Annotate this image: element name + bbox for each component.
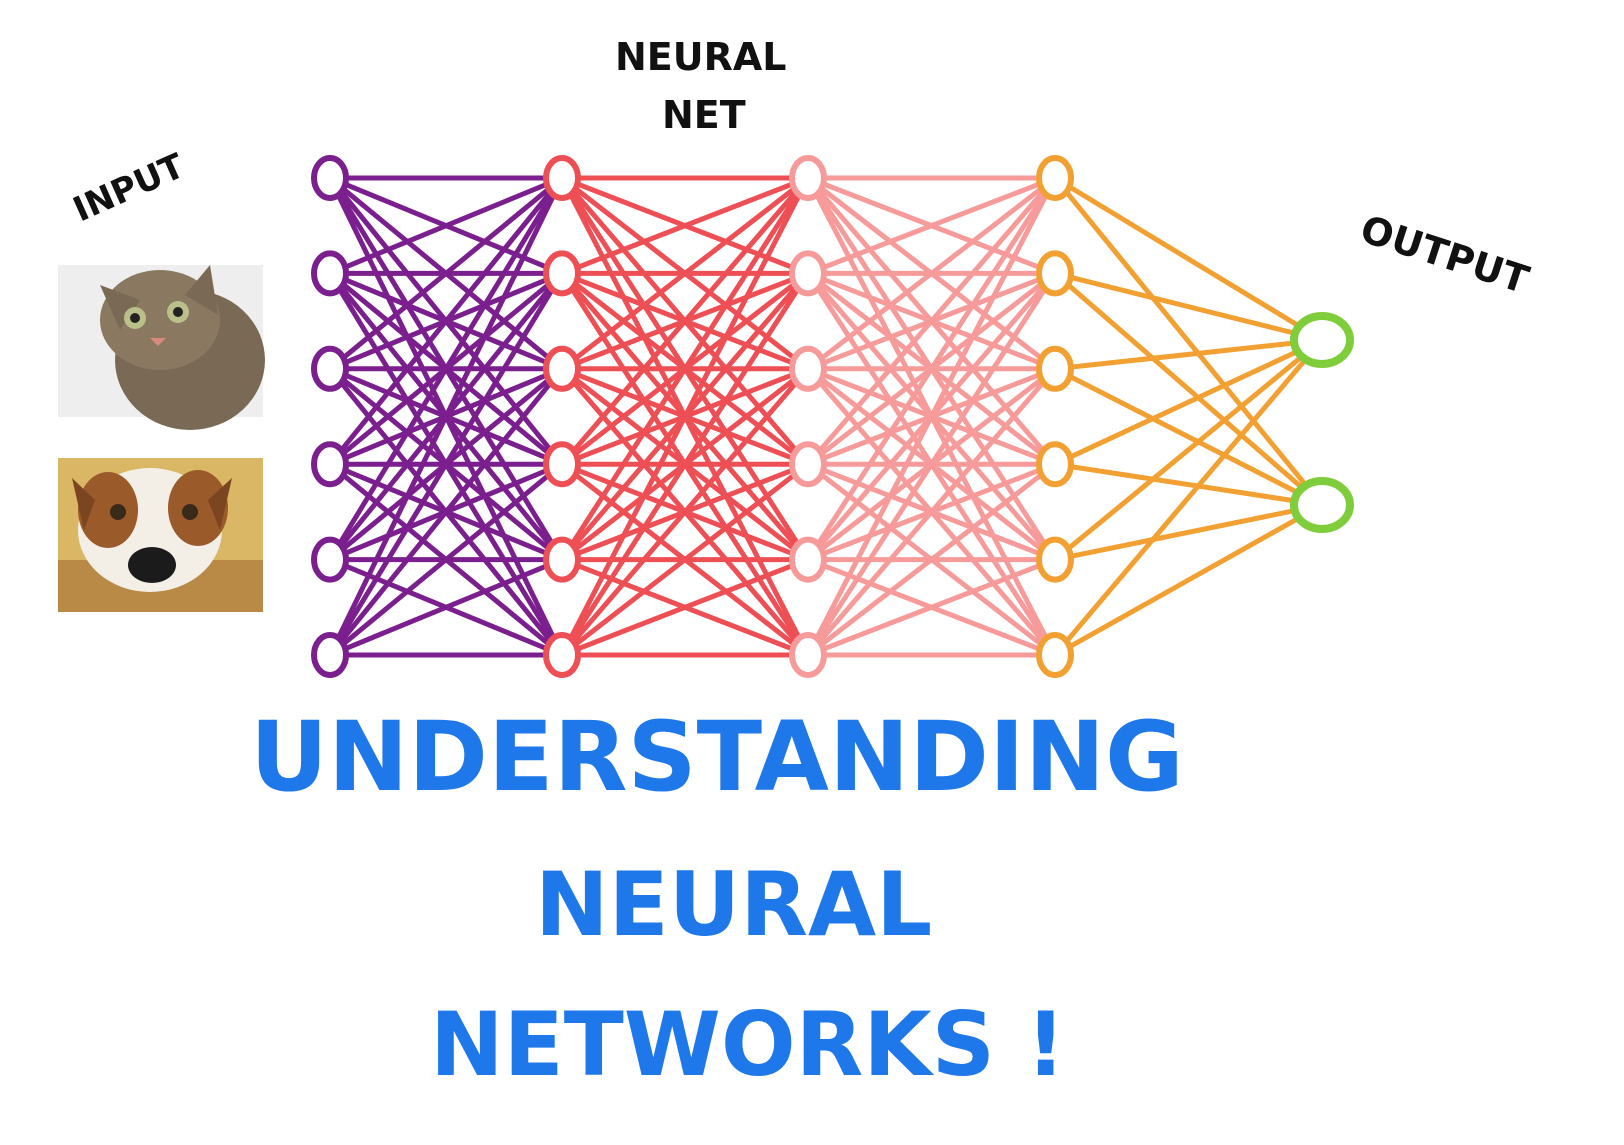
edge-l2-5-4: [805, 557, 1058, 658]
edge-l1-3-0: [559, 175, 811, 467]
edge-l3-5-1: [1052, 502, 1325, 658]
node-layer1-4: [543, 536, 581, 583]
node-layer3-3: [1036, 441, 1074, 488]
node-layer2-5: [789, 632, 827, 678]
edge-l2-5-2: [805, 366, 1058, 658]
node-layer0-5: [311, 632, 349, 678]
node-layer0-0: [311, 155, 349, 201]
network-edges: [327, 175, 1325, 658]
edge-l3-2-0: [1052, 337, 1325, 372]
title-line2: NEURAL: [535, 853, 932, 956]
title-line3: NETWORKS !: [430, 993, 1066, 1096]
edge-l3-4-0: [1052, 337, 1325, 563]
edge-l2-1-0: [805, 175, 1058, 276]
edge-l2-5-0: [805, 175, 1058, 658]
edge-l3-0-0: [1052, 175, 1325, 343]
input-images: [58, 265, 265, 612]
edge-l1-5-4: [559, 557, 811, 658]
node-layer1-5: [543, 632, 581, 678]
edge-l1-5-1: [559, 270, 811, 658]
edge-l3-4-1: [1052, 502, 1325, 563]
title-line1: UNDERSTANDING: [250, 701, 1184, 813]
edge-l1-5-0: [559, 175, 811, 658]
edge-l2-4-0: [805, 175, 1058, 563]
node-layer3-5: [1036, 632, 1074, 678]
cat-photo-icon: [58, 265, 265, 430]
edge-l3-0-1: [1052, 175, 1325, 508]
edge-l0-4-0: [327, 175, 565, 563]
edge-l0-1-0: [327, 175, 565, 276]
node-layer0-3: [311, 441, 349, 488]
node-layer3-2: [1036, 345, 1074, 392]
edge-l2-2-0: [805, 175, 1058, 372]
edge-l3-1-0: [1052, 270, 1325, 343]
node-layer4-0: [1290, 312, 1354, 368]
dog-photo-icon: [58, 458, 263, 612]
node-layer1-0: [543, 155, 581, 201]
node-layer0-4: [311, 536, 349, 583]
edge-l1-1-0: [559, 175, 811, 276]
node-layer1-2: [543, 345, 581, 392]
edge-l3-1-1: [1052, 270, 1325, 508]
edge-l2-3-0: [805, 175, 1058, 467]
node-layer2-1: [789, 250, 827, 297]
network-nodes: [311, 155, 1354, 678]
edge-l3-2-1: [1052, 366, 1325, 508]
edge-l0-5-3: [327, 461, 565, 658]
node-layer1-3: [543, 441, 581, 488]
edge-l0-2-0: [327, 175, 565, 372]
neural-net-label-line1: NEURAL: [615, 35, 787, 79]
edge-l0-5-4: [327, 557, 565, 658]
node-layer3-1: [1036, 250, 1074, 297]
edge-l3-5-0: [1052, 337, 1325, 658]
edge-l0-5-0: [327, 175, 565, 658]
edge-l1-5-2: [559, 366, 811, 658]
edge-l1-4-0: [559, 175, 811, 563]
node-layer4-1: [1290, 477, 1354, 533]
edge-l2-5-1: [805, 270, 1058, 658]
edge-l1-5-3: [559, 461, 811, 658]
edge-l0-5-1: [327, 270, 565, 658]
edge-l3-3-0: [1052, 337, 1325, 467]
edge-l2-5-3: [805, 461, 1058, 658]
node-layer3-4: [1036, 536, 1074, 583]
node-layer1-1: [543, 250, 581, 297]
neural-net-label-line2: NET: [662, 93, 746, 137]
node-layer3-0: [1036, 155, 1074, 201]
edge-l0-5-2: [327, 366, 565, 658]
input-label: INPUT: [67, 146, 191, 230]
edge-l3-3-1: [1052, 461, 1325, 508]
node-layer2-0: [789, 155, 827, 201]
node-layer2-2: [789, 345, 827, 392]
node-layer0-2: [311, 345, 349, 392]
output-label: OUTPUT: [1355, 207, 1534, 303]
node-layer0-1: [311, 250, 349, 297]
edge-l0-3-0: [327, 175, 565, 467]
edge-l1-2-0: [559, 175, 811, 372]
node-layer2-3: [789, 441, 827, 488]
node-layer2-4: [789, 536, 827, 583]
